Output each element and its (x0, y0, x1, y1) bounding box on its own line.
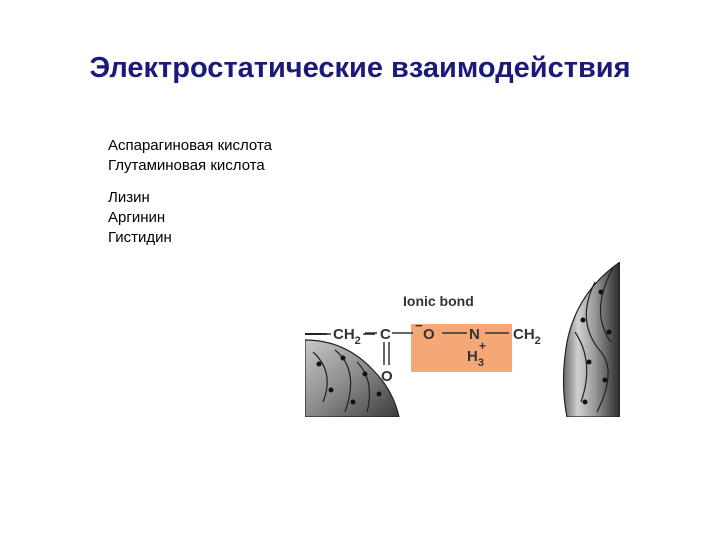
acid-aspartic: Аспарагиновая кислота (108, 137, 272, 154)
hydrogen-atom: H (467, 348, 478, 365)
acid-glutamic: Глутаминовая кислота (108, 157, 265, 174)
ionic-bond-diagram: Ionic bond CH2 C O − O N H3 + CH2 (304, 260, 621, 418)
svg-text:CH2: CH2 (333, 326, 361, 347)
oxygen-atom: O (423, 326, 435, 343)
amino-acid-list: Аспарагиновая кислота Глутаминовая кисло… (108, 136, 272, 260)
svg-text:H3: H3 (467, 348, 484, 369)
svg-text:CH2: CH2 (513, 326, 541, 347)
carbon-atom: C (380, 326, 391, 343)
acidic-amino-acids: Аспарагиновая кислота Глутаминовая кисло… (108, 136, 272, 176)
nitrogen-charge-plus: + (479, 339, 486, 353)
carbonyl-oxygen: O (381, 368, 393, 385)
basic-amino-acids: Лизин Аргинин Гистидин (108, 188, 272, 248)
left-ch2: CH (333, 326, 355, 343)
slide-title: Электростатические взаимодействия (89, 52, 631, 84)
left-ch2-sub: 2 (355, 335, 361, 347)
left-protein-helix (304, 333, 400, 418)
ionic-bond-label: Ionic bond (403, 293, 474, 309)
base-arginine: Аргинин (108, 209, 166, 226)
ionic-bond-figure: Ionic bond CH2 C O − O N H3 + CH2 (304, 260, 621, 418)
base-histidine: Гистидин (108, 229, 172, 246)
base-lysine: Лизин (108, 189, 150, 206)
ionic-bond-box (411, 324, 512, 372)
right-protein-helix (562, 260, 621, 418)
oxygen-charge-minus: − (415, 318, 423, 333)
right-ch2-sub: 2 (535, 335, 541, 347)
right-ch2: CH (513, 326, 535, 343)
nitrogen-atom: N (469, 326, 480, 343)
hydrogen-sub: 3 (478, 357, 484, 369)
